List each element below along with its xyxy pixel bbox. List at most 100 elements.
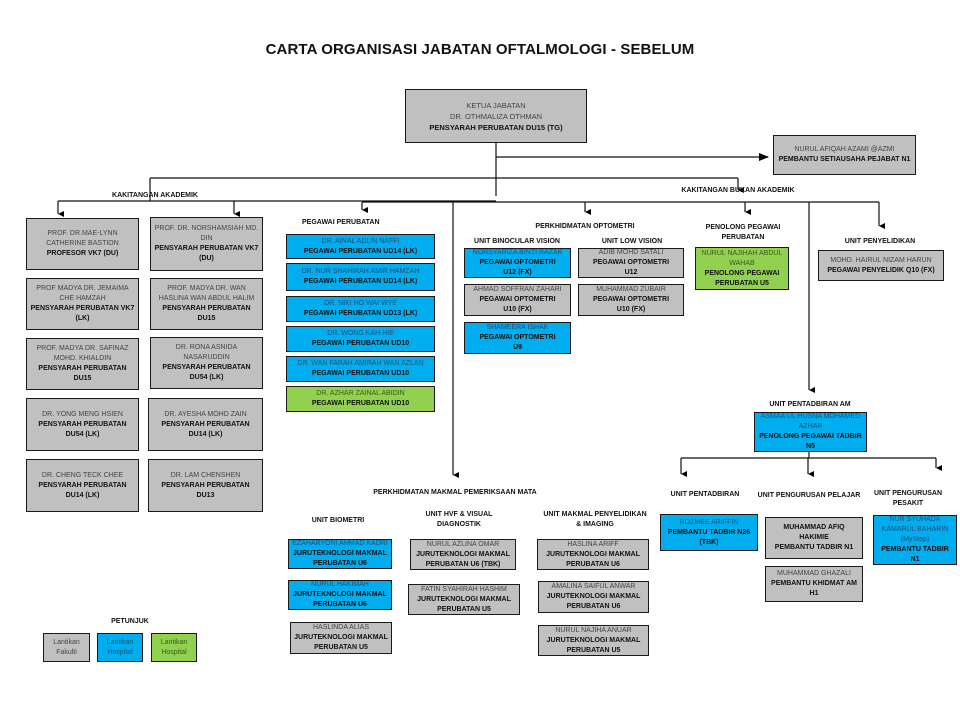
staff-name: ASMAA UL HUSNA MOHAMED AZHAR xyxy=(760,413,861,430)
staff-role: PEGAWAI PERUBATAN UD10 xyxy=(311,370,410,377)
student-unit-label: UNIT PENGURUSAN PELAJAR xyxy=(757,492,861,499)
staff-role: JURUTEKNOLOGI MAKMAL PERUBATAN U6 (TBK) xyxy=(416,550,510,568)
medical-officer-box[interactable]: DR. NIKI HO WAI WYE PEGAWAI PERUBATAN UD… xyxy=(286,296,435,322)
medical-officer-box[interactable]: DR. AINAL ADLIN NAFFI PEGAWAI PERUBATAN … xyxy=(286,234,435,259)
legend-text: Lantikan Fakulti xyxy=(53,638,80,656)
hvf-unit-label: UNIT HVF & VISUAL DIAGNOSTIK xyxy=(425,511,493,528)
general-admin-label: UNIT PENTADBIRAN AM xyxy=(769,401,851,408)
lab-tech-box[interactable]: HASLINDA ALIAS JURUTEKNOLOGI MAKMAL PERU… xyxy=(290,622,392,654)
staff-role: JURUTEKNOLOGI MAKMAL PERUBATAN U5 xyxy=(546,636,641,654)
general-admin-box[interactable]: ASMAA UL HUSNA MOHAMED AZHAR PENOLONG PE… xyxy=(754,412,867,452)
academic-staff-box[interactable]: DR. RONA ASNIDA NASARUDDIN PENSYARAH PER… xyxy=(150,337,263,389)
academic-staff-box[interactable]: PROF. DR.MAE-LYNN CATHERINE BASTION PROF… xyxy=(26,218,139,270)
lab-tech-box[interactable]: HASLINA ARIFF JURUTEKNOLOGI MAKMAL PERUB… xyxy=(537,539,649,570)
staff-role: PENSYARAH PERUBATAN VK7 (LK) xyxy=(30,305,135,322)
lab-tech-box[interactable]: NURUL HAKIMAH JURUTEKNOLOGI MAKMAL PERUB… xyxy=(288,580,392,610)
chart-title: CARTA ORGANISASI JABATAN OFTALMOLOGI - S… xyxy=(265,41,695,58)
optometrist-box[interactable]: NORSYARIZA BINTI RAZAK PEGAWAI OPTOMETRI… xyxy=(464,248,571,278)
staff-name: PROF. DR. NORSHAMSIAH MD. DIN xyxy=(154,225,259,242)
legend-text: Lantikan Hospital xyxy=(106,638,134,656)
staff-name: NURUL HAKIMAH xyxy=(311,581,369,588)
staff-name: AMALINA SAIFUL ANWAR xyxy=(551,583,636,590)
staff-role: PENSYARAH PERUBATAN DU54 (LK) xyxy=(38,420,127,438)
admin-unit-label: UNIT PENTADBIRAN xyxy=(670,491,740,498)
staff-name: MOHD. HAIRUL NIZAM HARUN xyxy=(830,256,932,264)
staff-role: PENSYARAH PERUBATAN DU54 (LK) xyxy=(162,364,251,381)
legend-hospital-green: Lantikan Hospital xyxy=(151,633,197,662)
low-vision-unit-label: UNIT LOW VISION xyxy=(601,238,663,245)
medical-officer-box[interactable]: DR. WONG KAH HIE PEGAWAI PERUBATAN UD10 xyxy=(286,326,435,352)
student-unit-box[interactable]: MUHAMMAD GHAZALI PEMBANTU KHIDMAT AM H1 xyxy=(765,566,863,602)
staff-role: PENOLONG PEGAWAI TADBIR N5 xyxy=(759,433,862,450)
optometrist-box[interactable]: AHMAD SOFFRAN ZAHARI PEGAWAI OPTOMETRI U… xyxy=(464,284,571,316)
patient-unit-label: UNIT PENGURUSAN PESAKIT xyxy=(873,490,943,507)
academic-staff-box[interactable]: PROF. DR. NORSHAMSIAH MD. DIN PENSYARAH … xyxy=(150,217,263,271)
biometry-unit-label: UNIT BIOMETRI xyxy=(311,517,365,524)
staff-name: NUR SYUHADA KAMARUL BAHARIN (MyStep) xyxy=(881,516,949,543)
staff-name: ADIB MOHD SATALI xyxy=(598,249,664,256)
head-of-department-box[interactable]: KETUA JABATAN DR. OTHMALIZA OTHMAN PENSY… xyxy=(405,89,587,143)
research-unit-label: UNIT PENYELIDIKAN xyxy=(844,238,916,245)
staff-name: PROF MADYA DR. JEMAIMA CHE HAMZAH xyxy=(36,285,129,302)
academic-staff-box[interactable]: DR. CHENG TECK CHEE PENSYARAH PERUBATAN … xyxy=(26,459,139,512)
assistant-mo-label: PENOLONG PEGAWAI PERUBATAN xyxy=(705,224,781,241)
medical-officer-box[interactable]: DR. WAN FARAH AMIRAH WAN AZLAN PEGAWAI P… xyxy=(286,356,435,382)
optometry-label: PERKHIDMATAN OPTOMETRI xyxy=(535,223,635,230)
staff-role: JURUTEKNOLOGI MAKMAL PERUBATAN U6 xyxy=(546,550,640,568)
staff-role: JURUTEKNOLOGI MAKMAL PERUBATAN U5 xyxy=(417,595,511,613)
staff-role: JURUTEKNOLOGI MAKMAL PERUBATAN U6 xyxy=(293,550,387,567)
staff-name: DR. RONA ASNIDA NASARUDDIN xyxy=(175,344,238,361)
staff-role: PEGAWAI OPTOMETRI xyxy=(479,296,556,303)
academic-staff-box[interactable]: PROF. MADYA DR. SAFINAZ MOHD. KHIALDIN P… xyxy=(26,338,139,390)
student-unit-box[interactable]: MUHAMMAD AFIQ HAKIMIE PEMBANTU TADBIR N1 xyxy=(765,517,863,559)
staff-role: JURUTEKNOLOGI MAKMAL PERUBATAN U6 xyxy=(546,593,641,610)
optometrist-box[interactable]: SHAMEERA ISHAK PEGAWAI OPTOMETRI U9 xyxy=(464,322,571,354)
lab-tech-box[interactable]: NURUL NAJIHA ANUAR JURUTEKNOLOGI MAKMAL … xyxy=(538,625,649,656)
staff-role: PROFESOR VK7 (DU) xyxy=(46,250,119,257)
staff-grade: U12 (FX) xyxy=(503,269,532,276)
patient-unit-box[interactable]: NUR SYUHADA KAMARUL BAHARIN (MyStep) PEM… xyxy=(873,515,957,565)
academic-staff-box[interactable]: DR. YONG MENG HSIEN PENSYARAH PERUBATAN … xyxy=(26,398,139,451)
assistant-mo-box[interactable]: NURUL NAJIHAH ABDUL WAHAB PENOLONG PEGAW… xyxy=(695,247,789,290)
academic-staff-box[interactable]: PROF. MADYA DR. WAN HASLINA WAN ABDUL HA… xyxy=(150,278,263,330)
staff-name: NORSYARIZA BINTI RAZAK xyxy=(472,249,563,256)
staff-name: PROF. DR.MAE-LYNN CATHERINE BASTION xyxy=(46,230,119,247)
staff-name: DR. LAM CHENSHEN xyxy=(170,471,241,479)
medical-officer-box[interactable]: DR. NUR SHAHIRAH AMIR HAMZAH PEGAWAI PER… xyxy=(286,263,435,291)
lab-tech-box[interactable]: EZAHARYONI AHMAD KADRI JURUTEKNOLOGI MAK… xyxy=(288,539,392,569)
staff-name: EZAHARYONI AHMAD KADRI xyxy=(292,540,388,547)
optometrist-box[interactable]: ADIB MOHD SATALI PEGAWAI OPTOMETRI U12 xyxy=(578,248,684,278)
legend-faculty: Lantikan Fakulti xyxy=(43,633,90,662)
head-name: DR. OTHMALIZA OTHMAN xyxy=(449,111,543,121)
imaging-unit-label: UNIT MAKMAL PENYELIDIKAN & IMAGING xyxy=(543,511,647,528)
research-officer-box[interactable]: MOHD. HAIRUL NIZAM HARUN PEGAWAI PENYELI… xyxy=(818,250,944,281)
staff-name: DR. NUR SHAHIRAH AMIR HAMZAH xyxy=(301,268,420,275)
head-role: PENSYARAH PERUBATAN DU15 (TG) xyxy=(429,122,563,132)
staff-role: PENOLONG PEGAWAI PERUBATAN U5 xyxy=(704,269,780,287)
optometrist-box[interactable]: MUHAMMAD ZUBAIR PEGAWAI OPTOMETRI U10 (F… xyxy=(578,284,684,316)
legend-text: Lantikan Hospital xyxy=(160,638,188,656)
staff-name: NURUL AZLINA OMAR xyxy=(426,540,500,548)
non-academic-label: KAKITANGAN BUKAN AKADEMIK xyxy=(681,187,795,194)
medical-officer-box[interactable]: DR. AZHAR ZAINAL ABIDIN PEGAWAI PERUBATA… xyxy=(286,386,435,412)
staff-grade: U9 xyxy=(513,344,522,351)
lab-tech-box[interactable]: FATIN SYAHIRAH HASHIM JURUTEKNOLOGI MAKM… xyxy=(408,584,520,615)
staff-role: PENSYARAH PERUBATAN DU13 xyxy=(161,481,250,499)
lab-tech-box[interactable]: NURUL AZLINA OMAR JURUTEKNOLOGI MAKMAL P… xyxy=(410,539,516,570)
head-position: KETUA JABATAN xyxy=(466,100,526,110)
academic-staff-box[interactable]: DR. LAM CHENSHEN PENSYARAH PERUBATAN DU1… xyxy=(148,459,263,512)
secretary-role: PEMBANTU SETIAUSAHA PEJABAT N1 xyxy=(778,156,911,163)
medical-officers-label: PEGAWAI PERUBATAN xyxy=(302,219,380,226)
staff-role: PENSYARAH PERUBATAN VK7 (DU) xyxy=(154,245,259,262)
secretary-name: NURUL AFIQAH AZAMI @AZMI xyxy=(794,146,895,153)
admin-box[interactable]: ROZMEE ARIFFIN PEMBANTU TADBIR N26 (TBK) xyxy=(660,514,758,551)
staff-role: PENSYARAH PERUBATAN DU14 (LK) xyxy=(38,481,127,499)
staff-name: SHAMEERA ISHAK xyxy=(486,324,549,331)
staff-role: PEMBANTU TADBIR N1 xyxy=(881,546,949,563)
lab-tech-box[interactable]: AMALINA SAIFUL ANWAR JURUTEKNOLOGI MAKMA… xyxy=(538,581,649,613)
staff-name: DR. WONG KAH HIE xyxy=(327,330,394,337)
secretary-box[interactable]: NURUL AFIQAH AZAMI @AZMI PEMBANTU SETIAU… xyxy=(773,135,916,175)
academic-staff-box[interactable]: PROF MADYA DR. JEMAIMA CHE HAMZAH PENSYA… xyxy=(26,278,139,330)
academic-staff-box[interactable]: DR. AYESHA MOHD ZAIN PENSYARAH PERUBATAN… xyxy=(148,398,263,451)
